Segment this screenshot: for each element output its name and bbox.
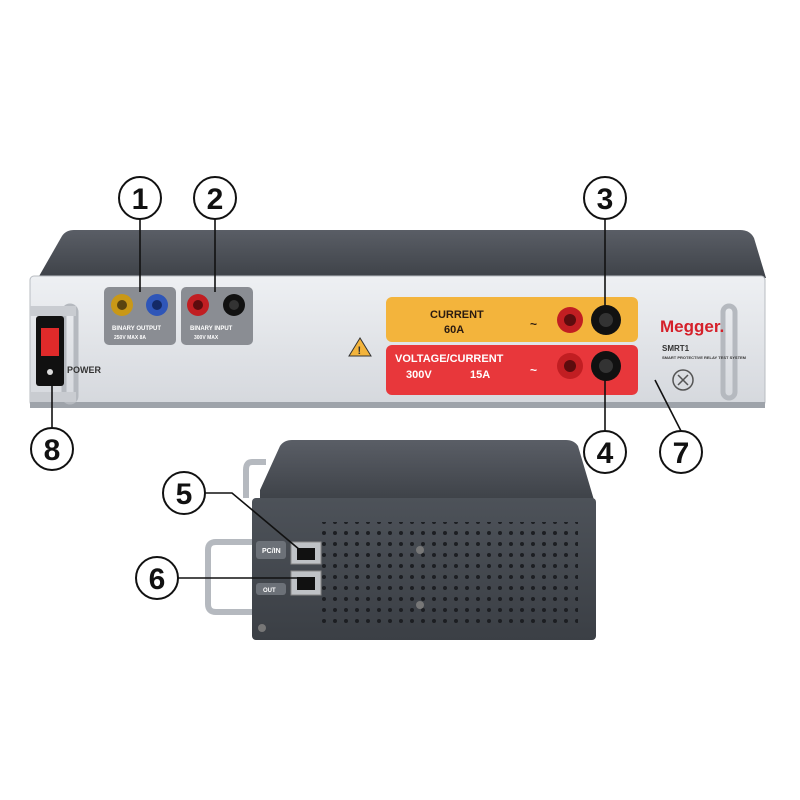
- callout-5: 5: [162, 471, 206, 515]
- ac-dc-symbol-icon: ~: [530, 363, 537, 377]
- callout-lines: [51, 219, 682, 579]
- weee-disposal-icon: [672, 369, 694, 391]
- svg-text:6: 6: [149, 563, 166, 596]
- front-lid: [38, 230, 766, 278]
- svg-text:4: 4: [597, 437, 614, 470]
- model-subtitle: SMART PROTECTIVE RELAY TEST SYSTEM: [662, 355, 747, 360]
- voltage-current-channel-current: 15A: [470, 369, 490, 381]
- binary-input-rating: 300V MAX: [194, 335, 219, 341]
- power-switch[interactable]: [36, 316, 64, 386]
- power-label: POWER: [67, 365, 102, 375]
- voltage-current-channel-voltage: 300V: [406, 369, 432, 381]
- binary-input-block: BINARY INPUT 300V MAX: [181, 287, 253, 345]
- rear-lid: [260, 440, 594, 500]
- current-channel-title: CURRENT: [430, 309, 484, 321]
- brand-logo: Megger.: [660, 317, 724, 336]
- port-label-bottom: OUT: [263, 588, 276, 594]
- binary-input-label: BINARY INPUT: [190, 326, 233, 332]
- rear-handle: [205, 459, 266, 615]
- svg-text:5: 5: [176, 478, 193, 511]
- ethernet-port-bottom[interactable]: [290, 570, 322, 596]
- binary-output-label: BINARY OUTPUT: [112, 326, 161, 332]
- voltage-current-channel-title: VOLTAGE/CURRENT: [395, 353, 504, 365]
- warning-icon: !: [348, 337, 372, 357]
- rear-unit: PC/IN OUT: [205, 440, 596, 640]
- callout-6: 6: [135, 556, 179, 600]
- callout-8: 8: [30, 427, 74, 471]
- callout-7: 7: [659, 430, 703, 474]
- callout-3: 3: [583, 176, 627, 220]
- binary-output-rating: 250V MAX 8A: [114, 335, 146, 341]
- current-channel-panel: CURRENT 60A ~: [386, 297, 638, 342]
- ventilation-grille: [322, 522, 578, 630]
- svg-text:1: 1: [132, 183, 149, 216]
- ethernet-port-top[interactable]: [290, 541, 322, 565]
- callout-4: 4: [583, 430, 627, 474]
- model-name: SMRT1: [662, 344, 690, 353]
- front-unit: POWER BINARY OUTPUT 250V MAX 8A BINARY I…: [29, 230, 766, 408]
- voltage-current-channel-panel: VOLTAGE/CURRENT 300V 15A ~: [386, 345, 638, 395]
- svg-text:8: 8: [44, 434, 61, 467]
- current-channel-rating: 60A: [444, 324, 464, 336]
- svg-text:2: 2: [207, 183, 224, 216]
- binary-output-block: BINARY OUTPUT 250V MAX 8A: [104, 287, 176, 345]
- svg-text:!: !: [358, 345, 362, 357]
- callout-2: 2: [193, 176, 237, 220]
- front-base: [30, 402, 765, 408]
- right-handle: [720, 303, 738, 401]
- callout-1: 1: [118, 176, 162, 220]
- svg-text:7: 7: [673, 437, 690, 470]
- ac-dc-symbol-icon: ~: [530, 317, 537, 331]
- svg-text:3: 3: [597, 183, 614, 216]
- port-label-top: PC/IN: [262, 548, 281, 555]
